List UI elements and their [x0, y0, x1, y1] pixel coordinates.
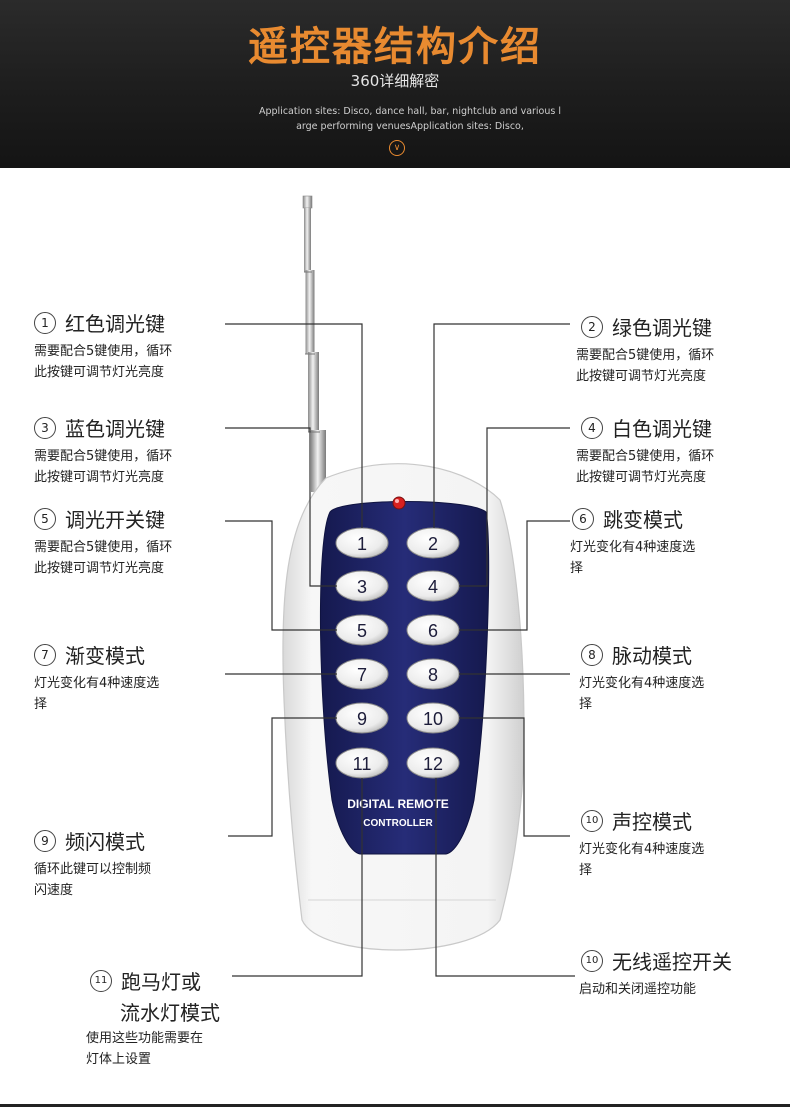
button-group: 1 2 3 4 5 6 7 8 9 10 11 12 — [335, 527, 460, 779]
callout-9-number: 9 — [34, 829, 56, 852]
callout-8-number: 8 — [581, 643, 603, 666]
chevron-down-icon[interactable]: ∨ — [389, 140, 405, 156]
remote-button-6-label: 6 — [428, 621, 438, 641]
remote-button-8-label: 8 — [428, 665, 438, 685]
callout-7-note-1: 灯光变化有4种速度选 — [34, 676, 160, 691]
callout-10-sound: 10 声控模式 灯光变化有4种速度选择 — [579, 806, 705, 881]
callout-9: 9 频闪模式 循环此键可以控制频闪速度 — [34, 826, 151, 901]
remote-button-1-label: 1 — [357, 534, 367, 554]
callout-10-switch-note-1: 启动和关闭遥控功能 — [579, 982, 697, 997]
callout-11-label-1: 跑马灯或 — [121, 970, 201, 994]
remote-button-1[interactable]: 1 — [335, 527, 389, 559]
remote-button-12[interactable]: 12 — [406, 747, 460, 779]
remote-button-3[interactable]: 3 — [335, 570, 389, 602]
callout-3-number: 3 — [34, 416, 56, 439]
leader-lines — [225, 323, 575, 977]
callout-3-note-1: 需要配合5键使用，循环 — [34, 449, 173, 464]
callout-11-note-1: 使用这些功能需要在 — [86, 1031, 204, 1046]
callout-2-note-2: 此按键可调节灯光亮度 — [576, 369, 707, 384]
callout-5-label: 调光开关键 — [65, 508, 165, 532]
remote-button-10-label: 10 — [423, 709, 443, 729]
antenna — [302, 195, 326, 492]
callout-11: 11 跑马灯或 流水灯模式 使用这些功能需要在灯体上设置 — [86, 966, 220, 1070]
callout-10-sound-note-1: 灯光变化有4种速度选 — [579, 842, 705, 857]
callout-4-number: 4 — [581, 416, 603, 439]
header-description: Application sites: Disco, dance hall, ba… — [245, 104, 575, 134]
callout-6: 6 跳变模式 灯光变化有4种速度选择 — [570, 504, 696, 579]
page-subtitle: 360详细解密 — [350, 72, 440, 90]
callout-1-note-2: 此按键可调节灯光亮度 — [34, 365, 165, 380]
callout-6-note-1: 灯光变化有4种速度选 — [570, 540, 696, 555]
callout-1: 1 红色调光键 需要配合5键使用，循环此按键可调节灯光亮度 — [34, 308, 172, 383]
callout-6-number: 6 — [572, 507, 594, 530]
callout-7-number: 7 — [34, 643, 56, 666]
header-description-line-2: arge performing venuesApplication sites:… — [296, 121, 524, 132]
remote-button-3-label: 3 — [357, 577, 367, 597]
remote-button-10[interactable]: 10 — [406, 702, 460, 734]
callout-2: 2 绿色调光键 需要配合5键使用，循环此按键可调节灯光亮度 — [576, 312, 714, 387]
callout-10-sound-number: 10 — [581, 809, 603, 832]
callout-2-label: 绿色调光键 — [612, 316, 712, 340]
callout-4-label: 白色调光键 — [612, 417, 712, 441]
callout-8-note-1: 灯光变化有4种速度选 — [579, 676, 705, 691]
page-title: 遥控器结构介绍 — [248, 24, 542, 70]
callout-3-label: 蓝色调光键 — [65, 417, 165, 441]
header-description-line-1: Application sites: Disco, dance hall, ba… — [258, 106, 562, 117]
callout-11-number: 11 — [90, 969, 112, 992]
callout-11-note-2: 灯体上设置 — [86, 1052, 152, 1067]
remote-button-12-label: 12 — [423, 754, 443, 774]
callout-7: 7 渐变模式 灯光变化有4种速度选择 — [34, 640, 159, 715]
callout-8-label: 脉动模式 — [612, 644, 692, 668]
callout-9-note-1: 循环此键可以控制频 — [34, 862, 152, 877]
remote-button-11-label: 11 — [353, 754, 372, 774]
callout-4-note-2: 此按键可调节灯光亮度 — [576, 470, 707, 485]
remote-button-11[interactable]: 11 — [335, 747, 389, 779]
callout-1-note-1: 需要配合5键使用，循环 — [34, 344, 173, 359]
callout-8: 8 脉动模式 灯光变化有4种速度选择 — [579, 640, 705, 715]
callout-10-switch-number: 10 — [581, 949, 603, 972]
brand-line-2: CONTROLLER — [363, 818, 433, 829]
callout-5: 5 调光开关键 需要配合5键使用，循环此按键可调节灯光亮度 — [34, 504, 172, 579]
callout-9-note-2: 闪速度 — [34, 883, 74, 898]
callout-4-note-1: 需要配合5键使用，循环 — [576, 449, 715, 464]
bottom-divider — [0, 1104, 790, 1107]
remote-button-9-label: 9 — [357, 709, 367, 729]
callout-10-switch: 10 无线遥控开关 启动和关闭遥控功能 — [579, 946, 732, 1000]
header-banner: 遥控器结构介绍 360详细解密 Application sites: Disco… — [0, 0, 790, 168]
callout-2-number: 2 — [581, 315, 603, 338]
callout-4: 4 白色调光键 需要配合5键使用，循环此按键可调节灯光亮度 — [576, 413, 714, 488]
remote-button-7[interactable]: 7 — [335, 658, 389, 690]
callout-9-label: 频闪模式 — [65, 830, 145, 854]
callout-7-label: 渐变模式 — [65, 644, 145, 668]
remote-button-2-label: 2 — [428, 534, 438, 554]
callout-10-sound-note-2: 择 — [579, 863, 593, 878]
callout-10-sound-label: 声控模式 — [612, 810, 692, 834]
brand-line-1: DIGITAL REMOTE — [347, 797, 449, 811]
callout-7-note-2: 择 — [34, 697, 48, 712]
callout-6-label: 跳变模式 — [603, 508, 683, 532]
remote-button-8[interactable]: 8 — [406, 658, 460, 690]
remote-button-4[interactable]: 4 — [406, 570, 460, 602]
remote-button-4-label: 4 — [428, 577, 438, 597]
remote-button-2[interactable]: 2 — [406, 527, 460, 559]
remote-button-5-label: 5 — [357, 621, 367, 641]
remote-button-5[interactable]: 5 — [335, 614, 389, 646]
callout-10-switch-label: 无线遥控开关 — [612, 950, 732, 974]
callout-3-note-2: 此按键可调节灯光亮度 — [34, 470, 165, 485]
remote-button-7-label: 7 — [357, 665, 367, 685]
callout-11-label-2: 流水灯模式 — [120, 1001, 220, 1025]
callout-8-note-2: 择 — [579, 697, 593, 712]
callout-5-number: 5 — [34, 507, 56, 530]
callout-5-note-1: 需要配合5键使用，循环 — [34, 540, 173, 555]
callout-5-note-2: 此按键可调节灯光亮度 — [34, 561, 165, 576]
remote-button-6[interactable]: 6 — [406, 614, 460, 646]
indicator-led — [392, 496, 406, 510]
callout-1-number: 1 — [34, 311, 56, 334]
remote-button-9[interactable]: 9 — [335, 702, 389, 734]
callout-6-note-2: 择 — [570, 561, 584, 576]
callout-1-label: 红色调光键 — [65, 312, 165, 336]
callout-3: 3 蓝色调光键 需要配合5键使用，循环此按键可调节灯光亮度 — [34, 413, 172, 488]
callout-2-note-1: 需要配合5键使用，循环 — [576, 348, 715, 363]
